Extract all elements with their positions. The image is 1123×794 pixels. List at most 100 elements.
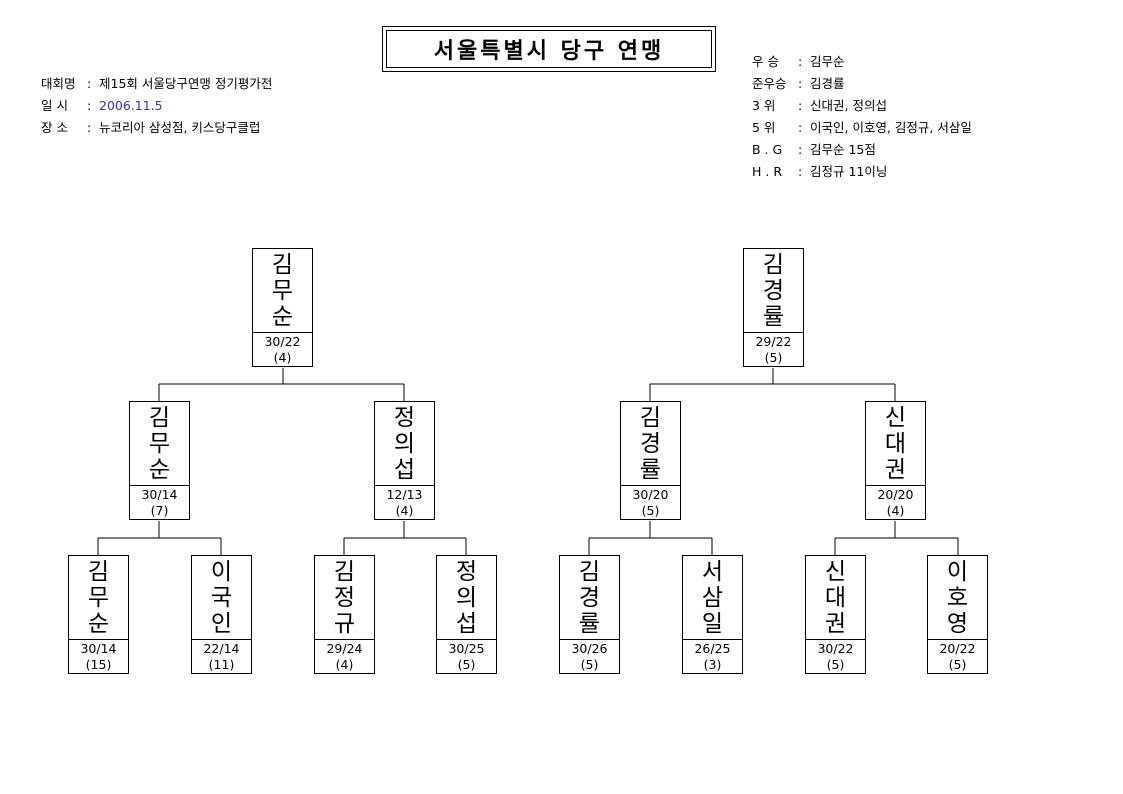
info-value: 2006.11.5 — [99, 98, 163, 113]
player-name: 서 삼 일 — [683, 556, 742, 640]
name-char: 영 — [946, 610, 969, 637]
name-char: 호 — [946, 584, 969, 611]
player-name: 김 경 률 — [744, 249, 803, 333]
info-separator: : — [87, 120, 92, 135]
player-rank: (5) — [641, 503, 660, 518]
result-separator: : — [798, 120, 803, 135]
player-card-quarter-7: 신 대 권 30/22 (5) — [805, 555, 866, 674]
name-char: 률 — [639, 456, 662, 483]
player-score: 30/14 — [80, 641, 117, 656]
name-char: 김 — [762, 251, 785, 278]
bracket-connector — [834, 521, 959, 555]
name-char: 김 — [333, 558, 356, 585]
result-row-high-run: H . R:김정규 11이닝 — [752, 161, 972, 183]
name-char: 섭 — [455, 610, 478, 637]
name-char: 순 — [87, 610, 110, 637]
name-char: 국 — [210, 584, 233, 611]
name-char: 권 — [884, 456, 907, 483]
player-score: 12/13 — [386, 487, 423, 502]
player-card-quarter-6: 서 삼 일 26/25 (3) — [682, 555, 743, 674]
result-label: 3 위 — [752, 98, 776, 113]
name-char: 무 — [271, 277, 294, 304]
result-separator: : — [798, 142, 803, 157]
player-rank: (4) — [335, 657, 354, 672]
result-row-fifth: 5 위: 이국인, 이호영, 김정규, 서삼일 — [752, 117, 972, 139]
bracket-connector — [343, 521, 467, 555]
player-name: 신 대 권 — [866, 402, 925, 486]
name-char: 순 — [148, 456, 171, 483]
name-char: 서 — [701, 558, 724, 585]
player-name: 신 대 권 — [806, 556, 865, 640]
player-name: 김 무 순 — [253, 249, 312, 333]
name-char: 대 — [884, 430, 907, 457]
player-score: 30/25 — [448, 641, 485, 656]
bracket-connector — [97, 521, 222, 555]
result-label: 5 위 — [752, 120, 776, 135]
player-card-semi-4: 신 대 권 20/20 (4) — [865, 401, 926, 520]
info-separator: : — [87, 76, 92, 91]
name-char: 권 — [824, 610, 847, 637]
player-name: 김 무 순 — [130, 402, 189, 486]
result-row-best-game: B . G: 김무순 15점 — [752, 139, 972, 161]
player-rank: (3) — [703, 657, 722, 672]
page-title: 서울특별시 당구 연맹 — [386, 30, 712, 68]
name-char: 대 — [824, 584, 847, 611]
player-card-quarter-8: 이 호 영 20/22 (5) — [927, 555, 988, 674]
player-card-left-final: 김 무 순 30/22 (4) — [252, 248, 313, 367]
name-char: 률 — [578, 610, 601, 637]
player-rank: (15) — [85, 657, 112, 672]
name-char: 규 — [333, 610, 356, 637]
player-rank: (4) — [273, 350, 292, 365]
player-card-semi-2: 정 의 섭 12/13 (4) — [374, 401, 435, 520]
player-card-quarter-4: 정 의 섭 30/25 (5) — [436, 555, 497, 674]
result-separator: : — [798, 54, 803, 69]
info-row-event: 대회명:제15회 서울당구연맹 정기평가전 — [41, 73, 272, 95]
info-row-venue: 장 소:뉴코리아 삼성점, 키스당구클럽 — [41, 117, 272, 139]
name-char: 신 — [884, 404, 907, 431]
player-rank: (5) — [580, 657, 599, 672]
name-char: 이 — [210, 558, 233, 585]
player-rank: (5) — [457, 657, 476, 672]
name-char: 경 — [639, 430, 662, 457]
result-value: 이국인, 이호영, 김정규, 서삼일 — [810, 120, 972, 135]
name-char: 경 — [578, 584, 601, 611]
title-box: 서울특별시 당구 연맹 — [382, 26, 716, 72]
name-char: 인 — [210, 610, 233, 637]
result-value: 김무순 15점 — [810, 142, 876, 157]
result-value: 김경률 — [810, 76, 845, 91]
player-score: 20/20 — [877, 487, 914, 502]
player-name: 이 국 인 — [192, 556, 251, 640]
player-rank: (7) — [150, 503, 169, 518]
name-char: 정 — [455, 558, 478, 585]
player-score: 30/14 — [141, 487, 178, 502]
result-label: 우 승 — [752, 54, 779, 69]
result-value: 김무순 — [810, 54, 845, 69]
player-rank: (5) — [764, 350, 783, 365]
name-char: 이 — [946, 558, 969, 585]
player-score: 20/22 — [939, 641, 976, 656]
name-char: 정 — [333, 584, 356, 611]
name-char: 김 — [271, 251, 294, 278]
player-name: 이 호 영 — [928, 556, 987, 640]
player-name: 김 경 률 — [560, 556, 619, 640]
player-score: 30/22 — [264, 334, 301, 349]
player-score: 29/22 — [755, 334, 792, 349]
player-name: 정 의 섭 — [375, 402, 434, 486]
player-rank: (4) — [395, 503, 414, 518]
info-label: 대회명 — [41, 76, 76, 91]
result-row-winner: 우 승: 김무순 — [752, 51, 972, 73]
player-card-quarter-1: 김 무 순 30/14 (15) — [68, 555, 129, 674]
name-char: 무 — [148, 430, 171, 457]
result-value: 김정규 11이닝 — [810, 164, 888, 179]
info-label: 장 소 — [41, 120, 68, 135]
result-separator: : — [798, 98, 803, 113]
info-separator: : — [87, 98, 92, 113]
player-score: 30/20 — [632, 487, 669, 502]
player-score: 30/26 — [571, 641, 608, 656]
tournament-info: 대회명:제15회 서울당구연맹 정기평가전 일 시:2006.11.5 장 소:… — [41, 73, 272, 139]
result-label: B . G — [752, 142, 783, 157]
name-char: 순 — [271, 303, 294, 330]
name-char: 김 — [578, 558, 601, 585]
name-char: 김 — [87, 558, 110, 585]
